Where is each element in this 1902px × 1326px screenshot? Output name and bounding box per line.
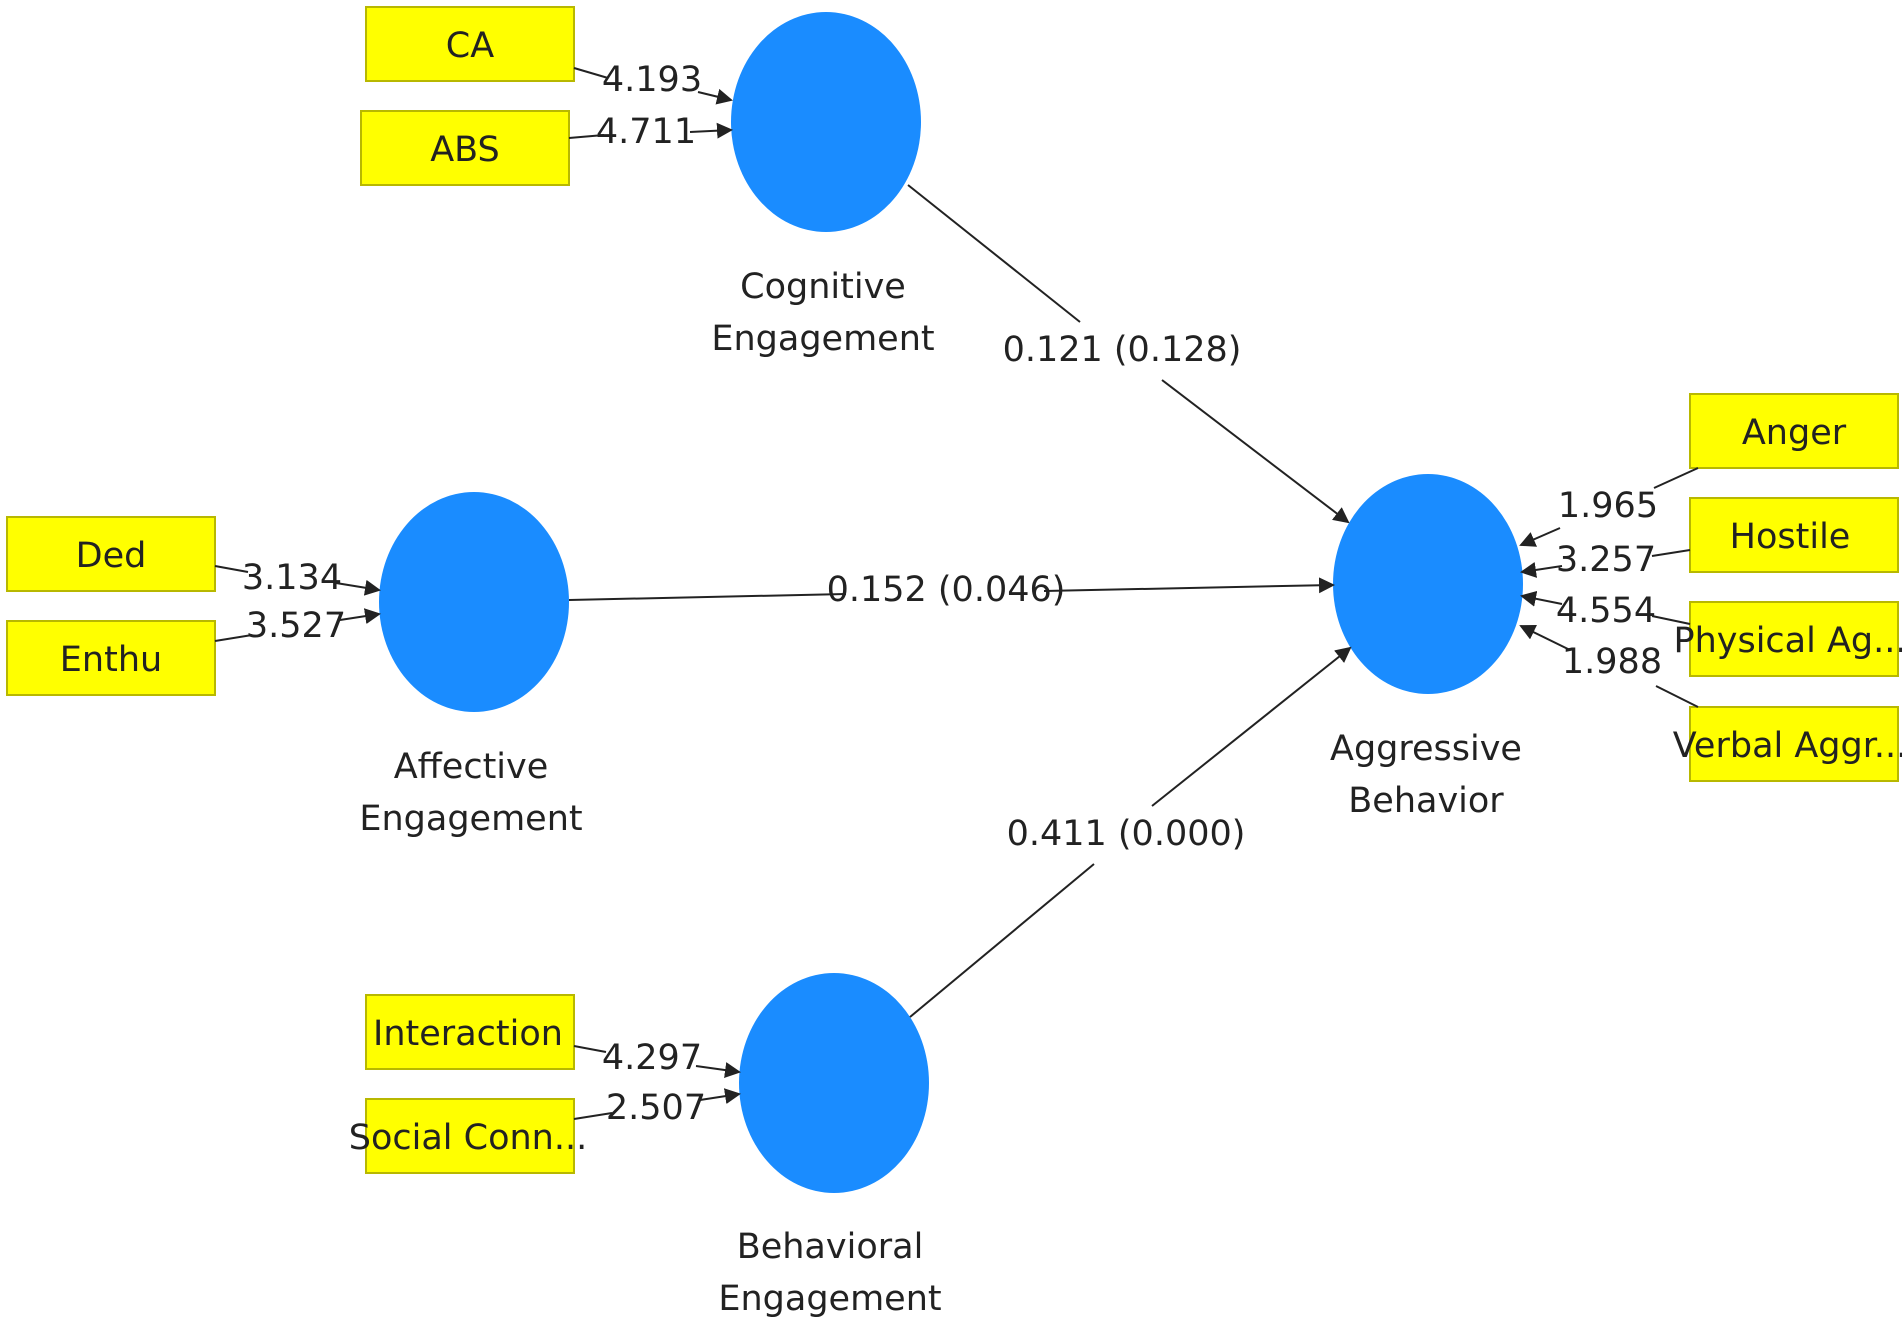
indicator-hostile[interactable]: Hostile — [1689, 497, 1899, 573]
path-affective-coefficient: 0.152 (0.046) — [827, 570, 1066, 610]
construct-aggressive-behavior[interactable] — [1333, 474, 1523, 694]
path-cognitive-to-aggressive: 0.121 (0.128) — [907, 184, 1350, 524]
weight-ded: 3.134 — [242, 558, 342, 598]
indicator-ca[interactable]: CA — [365, 6, 575, 82]
weight-verbal-aggression: 1.988 — [1562, 642, 1662, 682]
weight-arrow-physical-aggression: 4.554 — [1520, 590, 1691, 631]
weight-arrow-abs: 4.711 — [568, 112, 733, 152]
construct-behavioral-engagement[interactable] — [739, 973, 929, 1193]
indicator-enthu[interactable]: Enthu — [6, 620, 216, 696]
indicator-ca-label: CA — [446, 26, 494, 66]
indicator-verbal-aggression[interactable]: Verbal Aggr... — [1673, 706, 1902, 782]
weight-arrow-interaction: 4.297 — [573, 1038, 741, 1078]
weight-arrow-anger: 1.965 — [1519, 467, 1699, 547]
construct-cognitive-engagement[interactable] — [731, 12, 921, 232]
path-behavioral-to-aggressive: 0.411 (0.000) — [909, 646, 1352, 1018]
indicator-hostile-label: Hostile — [1730, 517, 1851, 557]
construct-aggressive-label: Aggressive Behavior — [1330, 729, 1522, 821]
indicator-abs[interactable]: ABS — [360, 110, 570, 186]
svg-text:Cognitive: Cognitive — [740, 267, 906, 307]
weight-enthu: 3.527 — [246, 606, 346, 646]
path-cognitive-coefficient: 0.121 (0.128) — [1003, 330, 1242, 370]
svg-text:Affective: Affective — [394, 747, 549, 787]
path-affective-to-aggressive: 0.152 (0.046) — [568, 570, 1335, 610]
path-behavioral-coefficient: 0.411 (0.000) — [1007, 814, 1246, 854]
indicator-physical-aggression-label: Physical Ag... — [1673, 621, 1902, 661]
weight-arrow-verbal-aggression: 1.988 — [1519, 624, 1699, 708]
svg-text:Engagement: Engagement — [359, 799, 582, 839]
indicator-interaction-label: Interaction — [373, 1014, 563, 1054]
indicator-physical-aggression[interactable]: Physical Ag... — [1673, 601, 1902, 677]
svg-text:Engagement: Engagement — [718, 1279, 941, 1319]
weight-arrow-ded: 3.134 — [214, 558, 381, 598]
indicator-social-conn[interactable]: Social Conn... — [349, 1098, 588, 1174]
weight-anger: 1.965 — [1558, 486, 1658, 526]
indicator-anger-label: Anger — [1742, 413, 1847, 453]
indicator-interaction[interactable]: Interaction — [365, 994, 575, 1070]
weight-ca: 4.193 — [602, 60, 702, 100]
svg-text:Behavior: Behavior — [1348, 781, 1504, 821]
indicator-verbal-aggression-label: Verbal Aggr... — [1673, 726, 1902, 766]
weight-abs: 4.711 — [596, 112, 696, 152]
weight-social-conn: 2.507 — [606, 1088, 706, 1128]
weight-arrow-ca: 4.193 — [573, 60, 733, 105]
indicator-anger[interactable]: Anger — [1689, 393, 1899, 469]
weight-interaction: 4.297 — [602, 1038, 702, 1078]
weight-physical-aggression: 4.554 — [1556, 591, 1656, 631]
weight-arrow-hostile: 3.257 — [1520, 540, 1691, 580]
svg-text:Aggressive: Aggressive — [1330, 729, 1522, 769]
indicator-abs-label: ABS — [430, 130, 500, 170]
weight-hostile: 3.257 — [1556, 540, 1656, 580]
indicator-ded[interactable]: Ded — [6, 516, 216, 592]
indicator-social-conn-label: Social Conn... — [349, 1118, 588, 1158]
weight-arrow-social-conn: 2.507 — [573, 1088, 741, 1128]
construct-affective-label: Affective Engagement — [359, 747, 582, 839]
indicator-ded-label: Ded — [76, 536, 147, 576]
indicator-enthu-label: Enthu — [60, 640, 162, 680]
construct-cognitive-label: Cognitive Engagement — [711, 267, 934, 359]
construct-affective-engagement[interactable] — [379, 492, 569, 712]
svg-text:Engagement: Engagement — [711, 319, 934, 359]
weight-arrow-enthu: 3.527 — [214, 606, 381, 646]
svg-text:Behavioral: Behavioral — [737, 1227, 924, 1267]
construct-behavioral-label: Behavioral Engagement — [718, 1227, 941, 1319]
